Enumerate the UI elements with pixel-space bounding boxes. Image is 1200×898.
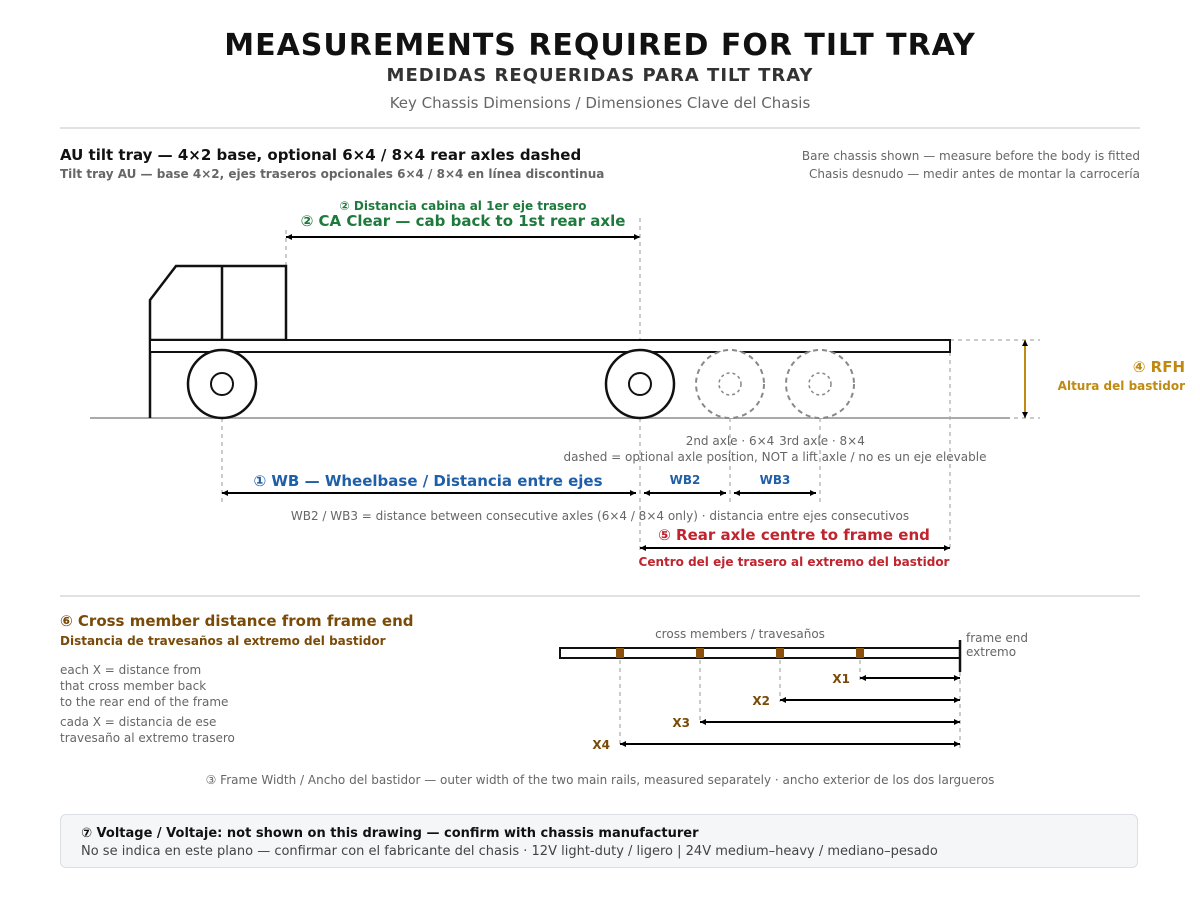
cross-member-3 <box>696 648 704 658</box>
section1-heading-es: Tilt tray AU — base 4×2, ejes traseros o… <box>60 167 604 181</box>
bare-chassis-note-es: Chasis desnudo — medir antes de montar l… <box>809 167 1140 181</box>
section2-desc-es-2: travesaño al extremo trasero <box>60 731 235 745</box>
page-subtitle: Key Chassis Dimensions / Dimensiones Cla… <box>389 94 811 112</box>
ca-label-es: ② Distancia cabina al 1er eje trasero <box>340 199 587 213</box>
section1-heading: AU tilt tray — 4×2 base, optional 6×4 / … <box>60 146 581 164</box>
front-wheel-hub <box>210 372 234 396</box>
dashed-axle-note: dashed = optional axle position, NOT a l… <box>564 450 987 464</box>
ca-label: ② CA Clear — cab back to 1st rear axle <box>301 212 626 230</box>
frame-end-label-es: extremo <box>966 645 1016 659</box>
axle-3-label: 3rd axle · 8×4 <box>779 434 865 448</box>
voltage-note-title: ⑦ Voltage / Voltaje: not shown on this d… <box>81 826 699 841</box>
wb2-label: WB2 <box>670 473 701 487</box>
wb-note: WB2 / WB3 = distance between consecutive… <box>291 509 909 523</box>
optional-axle-3-hub <box>808 372 832 396</box>
axle-2-label: 2nd axle · 6×4 <box>686 434 775 448</box>
frame-width-note: ③ Frame Width / Ancho del bastidor — out… <box>206 773 995 787</box>
x1-label: X1 <box>832 672 850 686</box>
rfh-label-es: Altura del bastidor <box>1058 379 1185 393</box>
wb3-label: WB3 <box>760 473 791 487</box>
wb-label: ① WB — Wheelbase / Distancia entre ejes <box>253 472 602 490</box>
voltage-note-text: No se indica en este plano — confirmar c… <box>81 844 938 859</box>
page-title-es: MEDIDAS REQUERIDAS PARA TILT TRAY <box>386 65 814 86</box>
rear-wheel-hub <box>628 372 652 396</box>
chassis-frame-rail <box>149 339 951 353</box>
frame-end-label: frame end <box>966 631 1028 645</box>
section2-desc-en-2: that cross member back <box>60 679 206 693</box>
bare-chassis-note: Bare chassis shown — measure before the … <box>802 149 1140 163</box>
x3-label: X3 <box>672 716 690 730</box>
header: MEASUREMENTS REQUIRED FOR TILT TRAY MEDI… <box>0 28 1200 114</box>
section2-desc-en-3: to the rear end of the frame <box>60 695 228 709</box>
section2-heading: ⑥ Cross member distance from frame end <box>60 612 413 630</box>
section2-heading-es: Distancia de travesaños al extremo del b… <box>60 634 386 648</box>
section2-desc-en-1: each X = distance from <box>60 663 201 677</box>
x2-label: X2 <box>752 694 770 708</box>
rear-overhang-label: ⑤ Rear axle centre to frame end <box>658 526 930 544</box>
cross-member-1 <box>856 648 864 658</box>
cross-members-label: cross members / travesaños <box>655 627 825 641</box>
section2-desc-es-1: cada X = distancia de ese <box>60 715 216 729</box>
rfh-label: ④ RFH <box>1133 358 1185 376</box>
cross-member-4 <box>616 648 624 658</box>
rear-overhang-label-es: Centro del eje trasero al extremo del ba… <box>639 555 950 569</box>
cross-member-2 <box>776 648 784 658</box>
voltage-note-box: ⑦ Voltage / Voltaje: not shown on this d… <box>60 814 1138 868</box>
page-title: MEASUREMENTS REQUIRED FOR TILT TRAY <box>224 28 976 63</box>
optional-axle-2-hub <box>718 372 742 396</box>
x4-label: X4 <box>592 738 610 752</box>
